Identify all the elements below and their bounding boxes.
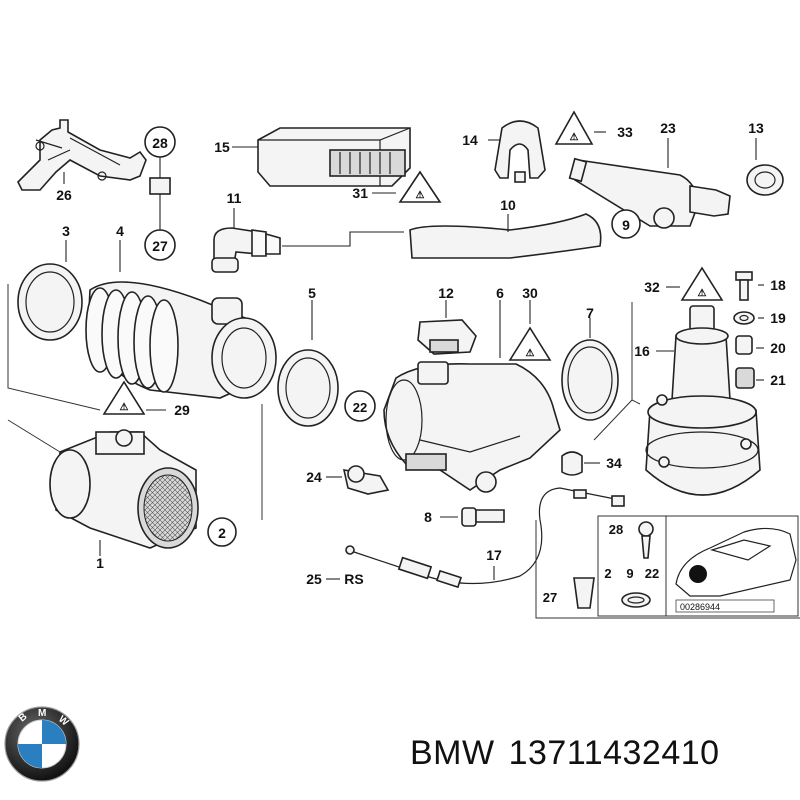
callout-2-left: 2 — [207, 517, 237, 547]
warning-icon-30: ⚠ — [526, 348, 535, 359]
o-ring-7: 7 — [561, 305, 619, 421]
part-number-11: 11 — [227, 190, 242, 206]
sensor-12: 12 — [417, 285, 477, 355]
part-number-27-top: 27 — [152, 238, 168, 254]
part-number-6: 6 — [496, 285, 504, 301]
part-number-34: 34 — [606, 455, 622, 471]
callout-22-left: 22 — [344, 390, 376, 422]
part-number-9-top: 9 — [622, 217, 630, 233]
part-number-16: 16 — [634, 343, 650, 359]
grommet-34: 34 — [561, 451, 622, 476]
part-number-22-inset: 22 — [645, 566, 659, 581]
elbow-11: 11 — [211, 190, 404, 273]
bracket-26: 26 — [17, 119, 147, 203]
part-number-25: 25 — [306, 571, 322, 587]
cable-17: 17 — [345, 487, 625, 589]
part-number-12: 12 — [438, 285, 454, 301]
part-14: 14 — [462, 120, 546, 183]
logo-letter-m: M — [38, 708, 46, 719]
warning-icon-31: ⚠ — [416, 190, 425, 201]
bmw-logo: B M W — [4, 706, 80, 782]
part-number-24: 24 — [306, 469, 322, 485]
label-25-rs: 25 RS — [306, 571, 364, 587]
part-number-18: 18 — [770, 277, 786, 293]
part-number-28-inset: 28 — [609, 522, 623, 537]
warning-icon-32: ⚠ — [698, 288, 707, 299]
part-number-2-inset: 2 — [604, 566, 611, 581]
warning-icon-29: ⚠ — [120, 402, 129, 413]
ring-5: 5 — [277, 285, 339, 427]
part-number-19: 19 — [770, 310, 786, 326]
part-number-3: 3 — [62, 223, 70, 239]
warning-31: 31 ⚠ — [352, 170, 442, 203]
ring-3: 3 — [17, 223, 83, 341]
part-number-15: 15 — [214, 139, 230, 155]
throttle-housing-6: 6 — [383, 285, 561, 493]
part-number-2-left: 2 — [218, 525, 226, 541]
small-parts-18-21: 18 19 20 21 — [733, 271, 786, 389]
brand-name: BMW — [410, 734, 495, 772]
ring-13: 13 — [746, 120, 784, 196]
part-number-26: 26 — [56, 187, 72, 203]
ecu-15: 15 — [214, 127, 411, 187]
part-number-27-inset: 27 — [543, 590, 557, 605]
part-number-9-inset: 9 — [626, 566, 633, 581]
part-number: 13711432410 — [508, 734, 720, 772]
callout-28-top: 28 27 — [144, 126, 176, 261]
inset-panel: 28 2 9 22 27 00286944 — [535, 515, 800, 619]
part-number-32: 32 — [644, 279, 660, 295]
warning-33: ⚠ 33 — [554, 110, 633, 145]
part-number-10: 10 — [500, 197, 516, 213]
part-number-7: 7 — [586, 305, 594, 321]
location-marker — [689, 565, 707, 583]
part-number-33: 33 — [617, 124, 633, 140]
warning-30: 30 ⚠ — [508, 285, 552, 361]
part-number-14: 14 — [462, 132, 478, 148]
part-number-13: 13 — [748, 120, 764, 136]
part-number-8: 8 — [424, 509, 432, 525]
brand-caption: BMW 13711432410 — [410, 734, 734, 773]
warning-icon-33: ⚠ — [570, 132, 579, 143]
warning-32: 32 ⚠ — [644, 266, 724, 301]
part-number-31: 31 — [352, 185, 368, 201]
part-number-4: 4 — [116, 223, 124, 239]
bolt-8: 8 — [424, 507, 505, 527]
part-number-29: 29 — [174, 402, 190, 418]
part-number-22-left: 22 — [353, 400, 367, 415]
part-number-28-top: 28 — [152, 135, 168, 151]
clip-24: 24 — [306, 465, 390, 495]
part-number-5: 5 — [308, 285, 316, 301]
warning-29: ⚠ 29 — [7, 284, 263, 520]
hose-10: 10 9 — [409, 197, 641, 259]
part-number-17: 17 — [486, 547, 502, 563]
airflow-meter-1: 1 — [7, 419, 199, 571]
diagram-id: 00286944 — [680, 602, 720, 612]
part-number-21: 21 — [770, 372, 786, 388]
part-number-23: 23 — [660, 120, 676, 136]
part-number-30: 30 — [522, 285, 538, 301]
part-number-1: 1 — [96, 555, 104, 571]
rs-label: RS — [344, 571, 363, 587]
pump-23: 23 — [568, 120, 731, 229]
bellows-4: 4 — [85, 223, 277, 399]
part-number-20: 20 — [770, 340, 786, 356]
actuator-16: 16 — [593, 302, 761, 496]
